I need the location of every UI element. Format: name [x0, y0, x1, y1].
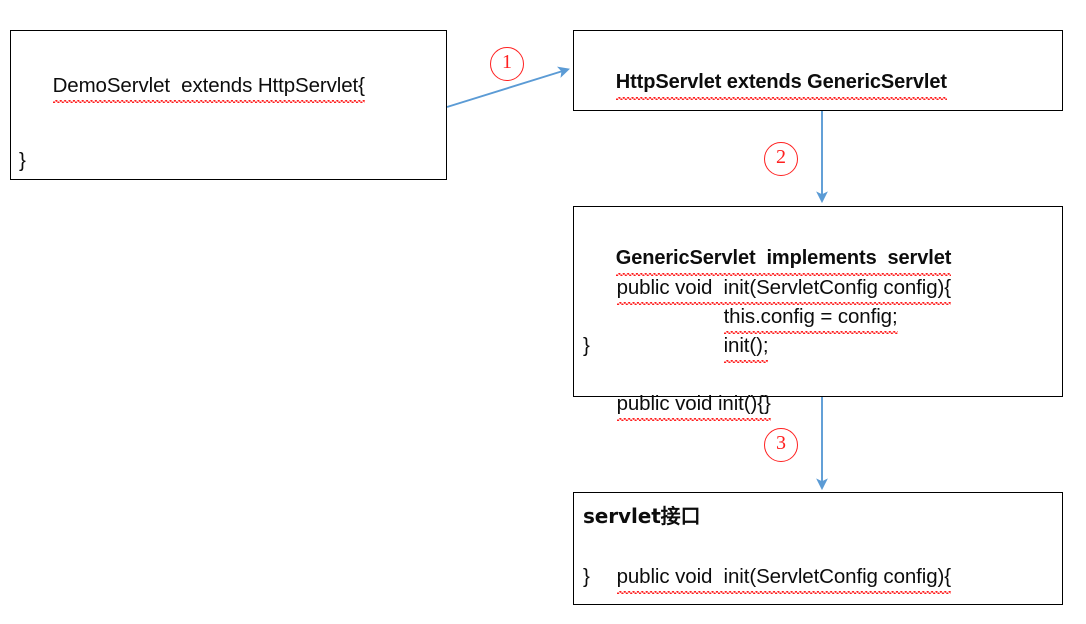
box-http-servlet[interactable]: HttpServlet extends GenericServlet: [573, 30, 1063, 111]
marker-1: 1: [490, 47, 524, 81]
generic-servlet-line-1: GenericServlet implements servlet: [583, 215, 951, 302]
box-generic-servlet[interactable]: GenericServlet implements servlet public…: [573, 206, 1063, 418]
spellcheck-genericservlet: GenericServlet implements servlet: [615, 244, 951, 276]
spellcheck-init-servletconfig-2: public void init(ServletConfig config){: [616, 562, 951, 594]
box-servlet-interface[interactable]: servlet接口 public void init(ServletConfig…: [573, 492, 1063, 605]
generic-servlet-line-5: }: [583, 334, 590, 357]
spellcheck-thisconfig: this.config = config;: [723, 302, 898, 334]
marker-2: 2: [764, 142, 798, 176]
spellcheck-initcall: init();: [723, 331, 769, 363]
spellcheck-init-empty: public void init(){}: [616, 389, 771, 421]
spellcheck-init-servletconfig: public void init(ServletConfig config){: [616, 273, 951, 305]
generic-servlet-line-2: public void init(ServletConfig config){: [583, 244, 951, 331]
http-servlet-line-1: HttpServlet extends GenericServlet: [583, 39, 947, 126]
spellcheck-httpservlet: HttpServlet extends GenericServlet: [615, 68, 947, 100]
spellcheck-demoservlet: DemoServlet extends HttpServlet{: [52, 71, 365, 103]
generic-servlet-line-4: init();: [690, 302, 769, 389]
servlet-interface-line-3: }: [583, 565, 590, 588]
servlet-interface-line-2: public void init(ServletConfig config){: [583, 533, 951, 620]
box-demo-servlet[interactable]: DemoServlet extends HttpServlet{ }: [10, 30, 447, 180]
marker-3: 3: [764, 428, 798, 462]
demo-servlet-line-closebrace: }: [19, 149, 26, 172]
generic-servlet-line-3: this.config = config;: [690, 273, 898, 360]
servlet-interface-line-1: servlet接口: [583, 504, 701, 528]
generic-servlet-line-6: public void init(){}: [583, 360, 771, 447]
demo-servlet-line-1: DemoServlet extends HttpServlet{: [19, 42, 365, 129]
